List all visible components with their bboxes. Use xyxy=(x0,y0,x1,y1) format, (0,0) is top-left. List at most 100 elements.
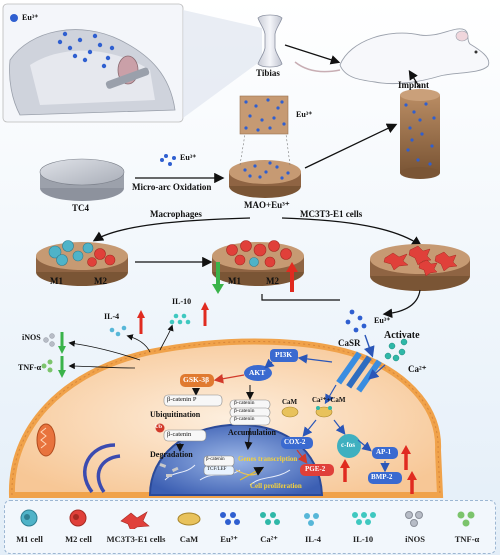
m2-cell-icon xyxy=(69,509,87,527)
mao-eu-label: MAO+Eu³⁺ xyxy=(244,200,290,210)
macrophage-disc-1 xyxy=(36,240,128,286)
mc3t3-cell-icon xyxy=(120,511,150,529)
bmp2-box xyxy=(368,472,402,484)
ap1-box xyxy=(372,447,398,459)
ca-ions-outside xyxy=(384,338,408,362)
tcf-label: TCF/LEF xyxy=(207,467,227,472)
cytokine-tnf xyxy=(41,359,53,373)
tnf-icon xyxy=(457,511,475,527)
tcf-box xyxy=(203,465,235,476)
mc3t3-label: MC3T3-E1 cells xyxy=(300,209,363,219)
cam-cfos-arrow xyxy=(333,419,346,435)
ca-cam-complex xyxy=(315,406,333,418)
bcat-acc-label-3: β-catenin xyxy=(234,416,255,422)
eu-release-ions xyxy=(345,309,367,333)
macrophages-label: Macrophages xyxy=(150,209,202,219)
ca-out-label: Ca²⁺ xyxy=(408,364,427,374)
legend-item-inos: iNOS xyxy=(389,501,441,553)
legend-item-m1: M1 cell xyxy=(5,501,54,553)
ub-circle xyxy=(155,423,165,433)
ca-influx-arrow xyxy=(368,364,386,380)
il4-label: IL-4 xyxy=(104,312,120,321)
ca-cam-label: Ca²⁺+CaM xyxy=(312,396,346,404)
cfos-ap1-arrow xyxy=(357,439,372,452)
il10-icon xyxy=(352,512,376,525)
legend-item-m2: M2 cell xyxy=(54,501,103,553)
bmp2-label: BMP-2 xyxy=(371,473,393,481)
pi3k-box xyxy=(270,349,298,362)
bcat-acc-label-1: β-catenin xyxy=(234,400,255,406)
disc2-line xyxy=(261,294,340,301)
mao-process-label: Micro-arc Oxidation xyxy=(132,182,212,192)
macrophage-disc-2 xyxy=(212,240,304,286)
pge2-box xyxy=(300,464,334,476)
eu-inset-label: Eu³⁺ xyxy=(22,13,39,22)
activate-arrow xyxy=(363,334,375,358)
cam-label: CaM xyxy=(282,398,298,406)
cytokine-inos xyxy=(43,333,55,347)
tc4-disc xyxy=(39,158,125,201)
ubiquitination-label: Ubiquitination xyxy=(150,410,201,419)
macrophage-arrow xyxy=(92,217,251,242)
zoom-cone xyxy=(183,10,262,118)
bcat-p-label: β-catenin P xyxy=(167,396,197,403)
eu-arrow-label: Eu³⁺ xyxy=(180,153,197,162)
tibia-to-mouse-arrow xyxy=(284,44,341,65)
legend-item-eu: Eu³⁺ xyxy=(209,501,249,553)
implant-rod xyxy=(400,89,440,179)
disc-to-implant-arrow xyxy=(304,123,398,169)
gene-transcription-label: Genes transcription xyxy=(238,455,298,463)
akt-ellipse xyxy=(244,365,272,381)
tnf-label: TNF-α xyxy=(18,363,42,372)
m1-cell-icon xyxy=(20,509,38,527)
zoom-lines xyxy=(239,133,291,166)
legend-item-il10: IL-10 xyxy=(337,501,389,553)
tibias-label: Tibias xyxy=(256,68,280,78)
ca-cam-arrow xyxy=(324,384,337,405)
transcription-arrow xyxy=(239,466,265,481)
mc3t3-release-arrow xyxy=(382,289,421,319)
m2-label-a: M2 xyxy=(94,276,107,286)
degradation-label: Degradation xyxy=(150,450,193,459)
cell-proliferation-label: Cell proliferation xyxy=(250,482,302,490)
mouse-icon xyxy=(294,28,490,85)
bcat-nuc-label: β-catenin xyxy=(206,457,225,462)
pi3k-akt-arrow xyxy=(264,358,275,369)
bcat-ub-label: β-catenin xyxy=(167,431,192,438)
activate-label: Activate xyxy=(384,330,420,341)
secretion-arrows xyxy=(68,324,174,370)
tc4-label: TC4 xyxy=(72,203,90,213)
gsk-box xyxy=(180,374,214,387)
cox2-pge2-arrow xyxy=(296,449,308,464)
degradation-fragments xyxy=(159,463,179,477)
cfos-circle xyxy=(337,434,361,458)
cytokine-il4 xyxy=(109,325,127,337)
casr-label: CaSR xyxy=(338,338,361,348)
eu-ions-inset xyxy=(57,31,115,69)
pi3k-label: PI3K xyxy=(275,350,293,359)
legend-item-ca: Ca²⁺ xyxy=(249,501,289,553)
accum-nuc-arrow xyxy=(244,427,253,450)
il10-label: IL-10 xyxy=(172,297,192,306)
casr-pi3k-arrow xyxy=(297,354,333,364)
cox2-box xyxy=(281,437,313,449)
ap1-label: AP-1 xyxy=(376,448,392,456)
cam-icon xyxy=(177,512,201,526)
bcat-acc-label-2: β-catenin xyxy=(234,408,255,414)
mc3t3-arrow xyxy=(281,217,423,247)
cfos-label: c-fos xyxy=(341,441,355,449)
accumulation-label: Accumulation xyxy=(228,428,276,437)
legend-item-il4: IL-4 xyxy=(289,501,337,553)
bone-inset xyxy=(2,3,184,123)
akt-gsk-arrow xyxy=(213,374,245,384)
bcat-p-box xyxy=(163,394,223,407)
il4-icon xyxy=(304,513,319,526)
ub-label: Ub xyxy=(155,424,163,430)
mc3t3-disc xyxy=(370,244,470,291)
cam-shape xyxy=(281,406,299,418)
inos-label: iNOS xyxy=(22,333,41,342)
m2-label-b: M2 xyxy=(266,276,279,286)
legend-item-mc3t3: MC3T3-E1 cells xyxy=(103,501,169,553)
